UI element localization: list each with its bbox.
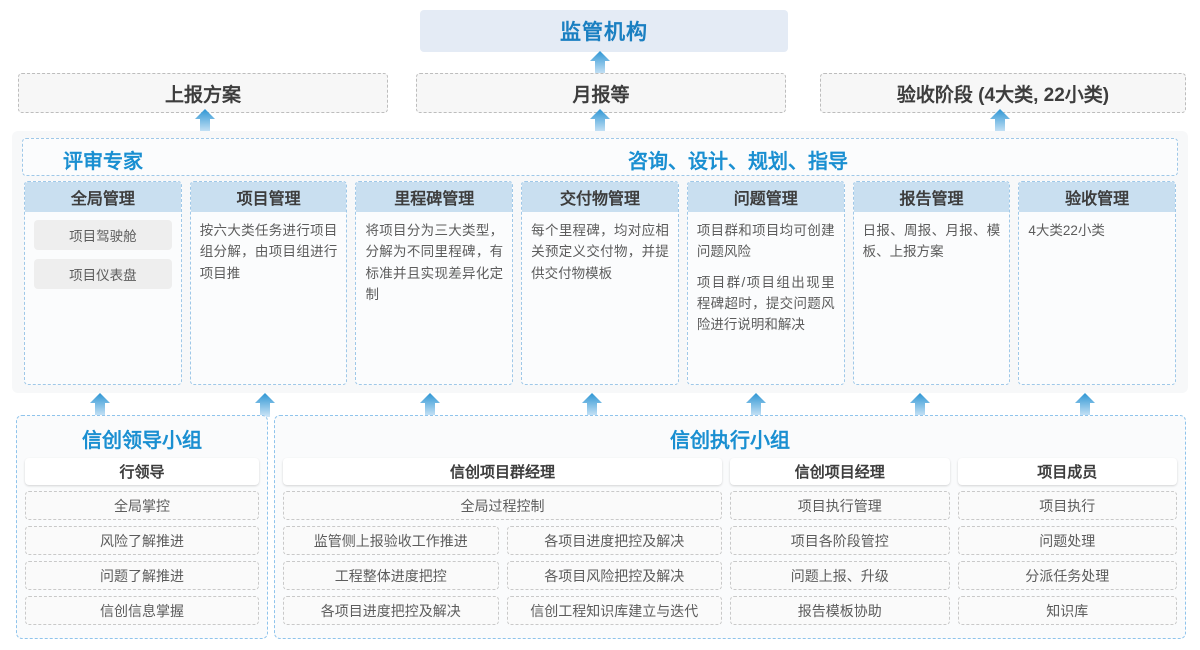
list-item[interactable]: 信创信息掌握 [25, 596, 259, 625]
list-row: 各项目进度把控及解决 信创工程知识库建立与迭代 [283, 596, 722, 625]
monthly-report-label: 月报等 [572, 84, 630, 106]
column-title: 全局管理 [70, 191, 135, 208]
column-title: 项目管理 [236, 191, 301, 208]
column-header: 里程碑管理 [356, 182, 513, 212]
column-text: 日报、周报、月报、模板、上报方案 [862, 223, 1001, 260]
leadership-group-panel: 信创领导小组 行领导 全局掌控 风险了解推进 问题了解推进 信创信息掌握 [16, 415, 268, 639]
list-item[interactable]: 全局掌控 [25, 491, 259, 520]
list-item[interactable]: 分派任务处理 [957, 561, 1177, 590]
column-body: 将项目分为三大类型，分解为不同里程碑，有标准并且实现差异化定制 [356, 212, 512, 384]
role-header-project-member[interactable]: 项目成员 [957, 458, 1177, 485]
top-banner-regulatory: 监管机构 [420, 10, 788, 52]
role-header-program-manager[interactable]: 信创项目群经理 [283, 458, 722, 485]
column-title: 问题管理 [733, 191, 798, 208]
column-title: 报告管理 [899, 191, 964, 208]
list-item[interactable]: 全局过程控制 [283, 491, 722, 520]
column-header: 报告管理 [853, 182, 1010, 212]
list-item[interactable]: 风险了解推进 [25, 526, 259, 555]
arrow-up-icon [589, 108, 611, 134]
leadership-column: 行领导 全局掌控 风险了解推进 问题了解推进 信创信息掌握 [25, 458, 259, 625]
column-deliverable-management[interactable]: 交付物管理 每个里程碑，均对应相关预定义交付物，并提供交付物模板 [521, 181, 679, 385]
column-body: 按六大类任务进行项目组分解，由项目组进行项目推 [191, 212, 347, 384]
execution-group-panel: 信创执行小组 信创项目群经理 全局过程控制 监管侧上报验收工作推进 各项目进度把… [274, 415, 1186, 639]
report-plan-box: 上报方案 [18, 73, 388, 113]
arrow-up-icon [581, 392, 603, 418]
report-plan-label: 上报方案 [164, 84, 241, 106]
arrow-up-icon [194, 108, 216, 134]
column-report-management[interactable]: 报告管理 日报、周报、月报、模板、上报方案 [852, 181, 1011, 385]
list-item[interactable]: 项目执行管理 [730, 491, 950, 520]
column-issue-management[interactable]: 问题管理 项目群和项目均可创建问题风险 项目群/项目组出现里程碑超时，提交问题风… [686, 181, 845, 385]
column-header: 全局管理 [25, 182, 181, 212]
chip-project-cockpit[interactable]: 项目驾驶舱 [34, 220, 172, 250]
monthly-report-box: 月报等 [416, 73, 786, 113]
leadership-group-columns: 行领导 全局掌控 风险了解推进 问题了解推进 信创信息掌握 [25, 458, 259, 625]
column-title: 验收管理 [1065, 191, 1130, 208]
column-text: 按六大类任务进行项目组分解，由项目组进行项目推 [199, 223, 338, 281]
project-manager-column: 信创项目经理 项目执行管理 项目各阶段管控 问题上报、升级 报告模板协助 [730, 458, 950, 625]
leadership-group-title: 信创领导小组 [82, 430, 202, 452]
list-item[interactable]: 项目各阶段管控 [730, 526, 950, 555]
list-item[interactable]: 信创工程知识库建立与迭代 [506, 596, 722, 625]
list-item[interactable]: 监管侧上报验收工作推进 [283, 526, 499, 555]
column-header: 验收管理 [1019, 182, 1176, 212]
role-header-bank-leader[interactable]: 行领导 [25, 458, 259, 485]
column-text: 4大类22小类 [1028, 223, 1105, 238]
column-header: 问题管理 [687, 182, 844, 212]
column-header: 项目管理 [190, 182, 347, 212]
role-header-project-manager[interactable]: 信创项目经理 [730, 458, 950, 485]
arrow-up-icon [909, 392, 931, 418]
list-item[interactable]: 项目执行 [957, 491, 1177, 520]
middle-panel: 评审专家 咨询、设计、规划、指导 全局管理 项目驾驶舱 项目仪表盘 项目管理 [12, 131, 1188, 393]
column-text: 将项目分为三大类型，分解为不同里程碑，有标准并且实现差异化定制 [365, 223, 504, 302]
acceptance-stage-label: 验收阶段 (4大类, 22小类) [896, 84, 1110, 106]
column-text-secondary: 项目群/项目组出现里程碑超时，提交问题风险进行说明和解决 [696, 274, 835, 333]
program-manager-column: 信创项目群经理 全局过程控制 监管侧上报验收工作推进 各项目进度把控及解决 工程… [283, 458, 722, 625]
chip-project-dashboard[interactable]: 项目仪表盘 [34, 259, 172, 289]
column-body: 项目驾驶舱 项目仪表盘 [25, 212, 181, 384]
execution-group-columns: 信创项目群经理 全局过程控制 监管侧上报验收工作推进 各项目进度把控及解决 工程… [283, 458, 1177, 625]
review-experts-label: 评审专家 [63, 151, 143, 173]
column-text: 每个里程碑，均对应相关预定义交付物，并提供交付物模板 [531, 223, 669, 281]
top-banner-title: 监管机构 [560, 21, 648, 44]
column-body: 4大类22小类 [1019, 212, 1175, 384]
arrow-up-icon [89, 392, 111, 418]
column-body: 日报、周报、月报、模板、上报方案 [854, 212, 1010, 384]
column-milestone-management[interactable]: 里程碑管理 将项目分为三大类型，分解为不同里程碑，有标准并且实现差异化定制 [355, 181, 514, 385]
column-project-management[interactable]: 项目管理 按六大类任务进行项目组分解，由项目组进行项目推 [189, 181, 348, 385]
list-item[interactable]: 问题上报、升级 [730, 561, 950, 590]
arrow-up-icon [254, 392, 276, 418]
arrow-up-icon [989, 108, 1011, 134]
list-item[interactable]: 各项目进度把控及解决 [506, 526, 722, 555]
column-body: 项目群和项目均可创建问题风险 项目群/项目组出现里程碑超时，提交问题风险进行说明… [688, 212, 844, 384]
acceptance-stage-box: 验收阶段 (4大类, 22小类) [820, 73, 1186, 113]
list-item[interactable]: 问题了解推进 [25, 561, 259, 590]
list-item[interactable]: 问题处理 [957, 526, 1177, 555]
list-item[interactable]: 各项目进度把控及解决 [283, 596, 499, 625]
project-member-column: 项目成员 项目执行 问题处理 分派任务处理 知识库 [957, 458, 1177, 625]
arrow-up-icon [1074, 392, 1096, 418]
arrow-up-icon [589, 50, 611, 76]
list-item[interactable]: 工程整体进度把控 [283, 561, 499, 590]
arrow-up-icon [419, 392, 441, 418]
middle-panel-header: 评审专家 咨询、设计、规划、指导 [22, 138, 1178, 176]
list-row: 工程整体进度把控 各项目风险把控及解决 [283, 561, 722, 590]
list-item[interactable]: 各项目风险把控及解决 [506, 561, 722, 590]
column-title: 里程碑管理 [394, 191, 475, 208]
column-acceptance-management[interactable]: 验收管理 4大类22小类 [1018, 181, 1177, 385]
column-text: 项目群和项目均可创建问题风险 [696, 223, 835, 260]
column-title: 交付物管理 [560, 191, 641, 208]
list-item[interactable]: 报告模板协助 [730, 596, 950, 625]
list-row: 监管侧上报验收工作推进 各项目进度把控及解决 [283, 526, 722, 555]
column-body: 每个里程碑，均对应相关预定义交付物，并提供交付物模板 [522, 212, 678, 384]
arrow-up-icon [745, 392, 767, 418]
column-global-management[interactable]: 全局管理 项目驾驶舱 项目仪表盘 [24, 181, 182, 385]
management-columns: 全局管理 项目驾驶舱 项目仪表盘 项目管理 按六大类任务进行项目组分解，由项目组… [24, 181, 1177, 385]
consulting-label: 咨询、设计、规划、指导 [628, 151, 848, 173]
list-item[interactable]: 知识库 [957, 596, 1177, 625]
column-header: 交付物管理 [522, 182, 678, 212]
execution-group-title: 信创执行小组 [670, 430, 790, 452]
